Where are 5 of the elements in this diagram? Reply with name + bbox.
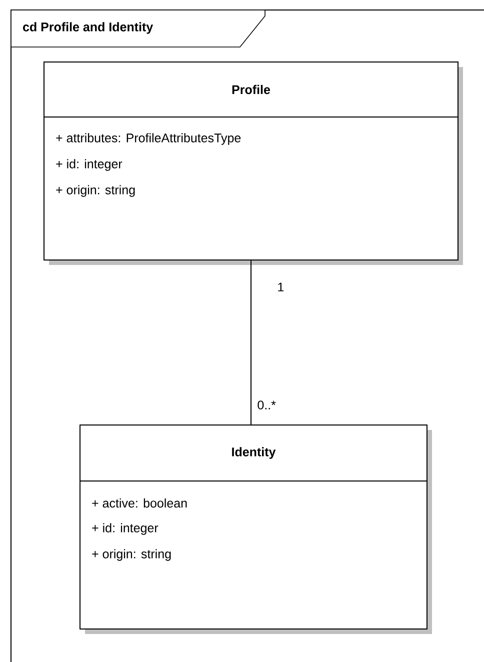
multiplicity-label: 1	[278, 282, 284, 292]
class-box: Profile + attributes: ProfileAttributesType + id: integer + origin: string	[44, 62, 463, 265]
class-box: Identity + active: boolean + id: integer + origin: string	[80, 424, 432, 634]
multiplicity-label: 0..*	[258, 400, 276, 410]
association-line	[250, 260, 252, 425]
